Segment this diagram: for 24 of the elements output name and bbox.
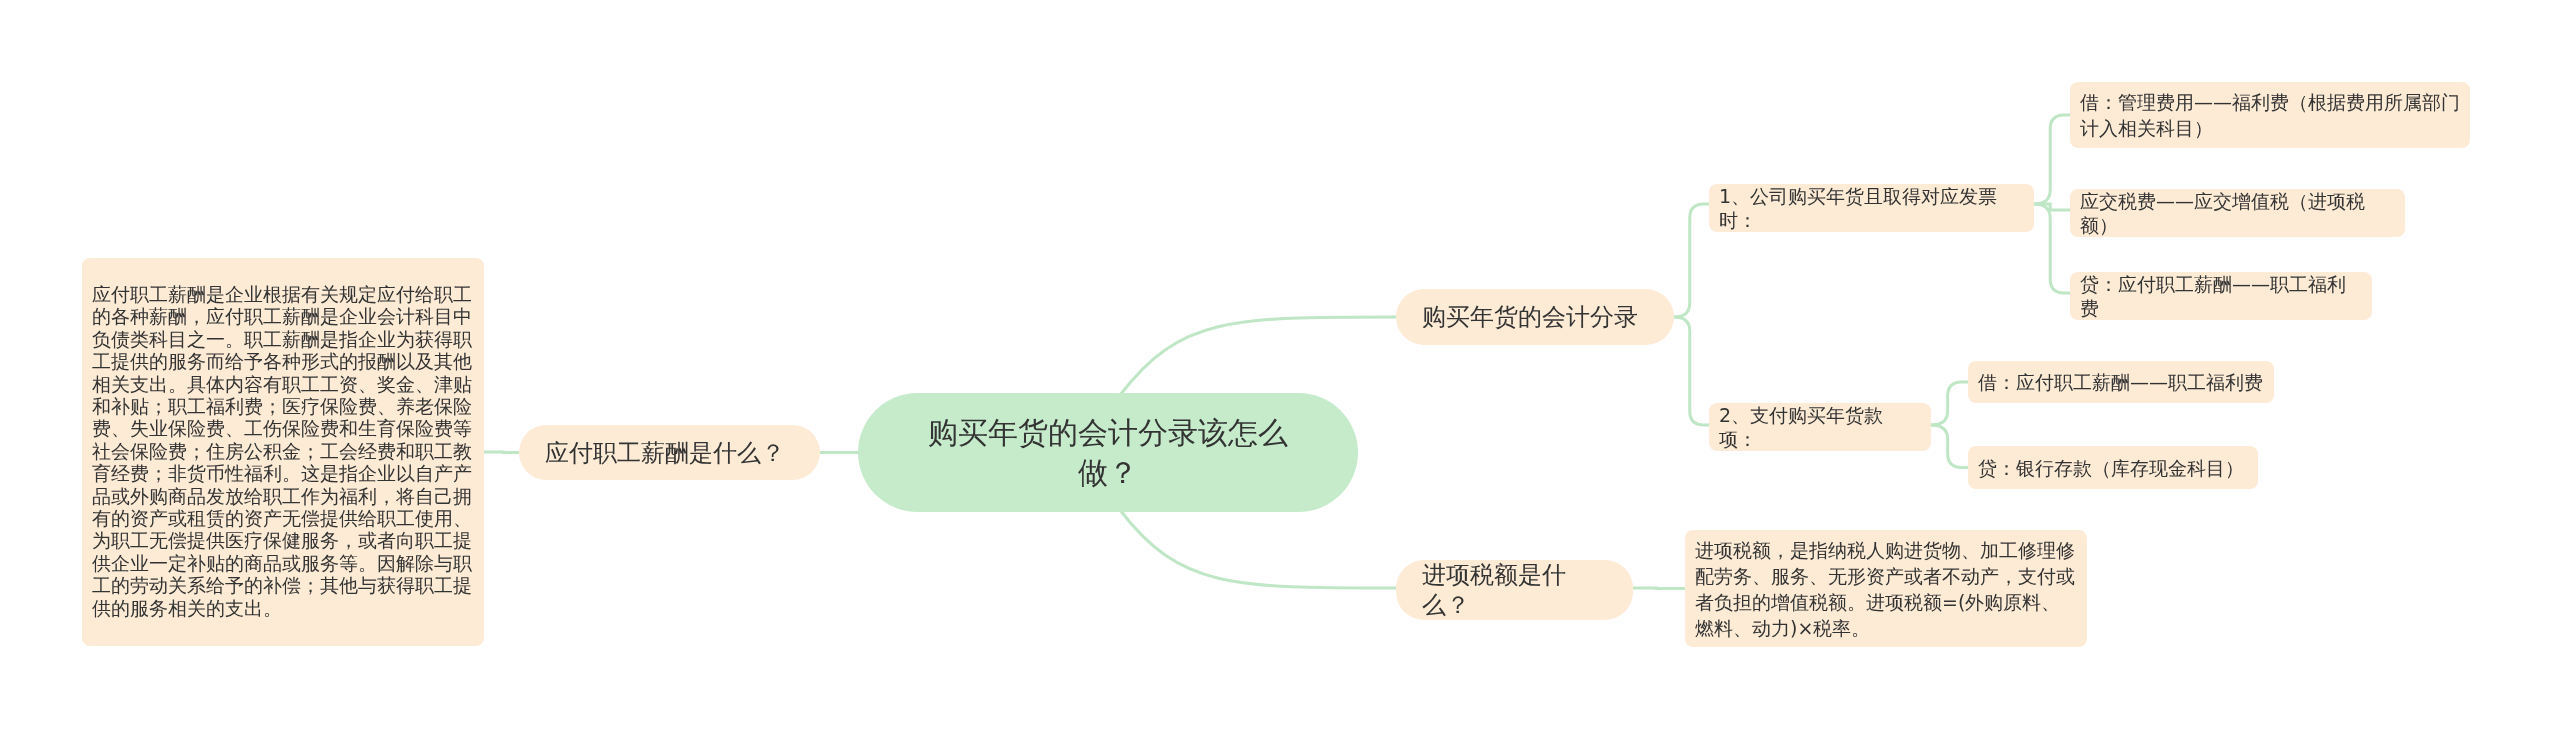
entry-box: 贷：应付职工薪酬——职工福利费 — [2070, 272, 2372, 320]
connector-line — [1633, 586, 1685, 590]
connector-line — [1673, 202, 1709, 319]
connector-line — [1118, 315, 1396, 396]
entry-box: 借：管理费用——福利费（根据费用所属部门计入相关科目） — [2070, 82, 2470, 148]
entry-box: 借：应付职工薪酬——职工福利费 — [1968, 361, 2274, 403]
entry-box: 应交税费——应交增值税（进项税额） — [2070, 189, 2405, 237]
connector-line — [2033, 113, 2070, 206]
central-topic-pill: 购买年货的会计分录该怎么做？ — [858, 393, 1358, 512]
topic-pill: 进项税额是什么？ — [1396, 560, 1633, 620]
topic-pill: 购买年货的会计分录 — [1396, 289, 1674, 345]
connector-line — [1930, 380, 1968, 427]
note-box: 进项税额，是指纳税人购进货物、加工修理修配劳务、服务、无形资产或者不动产，支付或者负担的增值税额。进项税额=(外购原料、燃料、动力)×税率。 — [1685, 530, 2087, 647]
note-box: 应付职工薪酬是企业根据有关规定应付给职工的各种薪酬，应付职工薪酬是企业会计科目中负债类科目之一。职工薪酬是指企业为获得职工提供的服务而给予各种形式的报酬以及其他相关支出。具体内容有职工工资、奖金、津贴和补贴；职工福利费；医疗保险费、养老保险费、失业保险费、工伤保险费和生育保险费等社会保险费；住房公积金；工会经费和职工教育经费；非货币性福利。这是指企业以自产产品或外购商品发放给职工作为福利，将自己拥有的资产或租赁的资产无偿提供给职工使用、为职工无偿提供医疗保健服务，或者向职工提供企业一定补贴的商品或服务等。因解除与职工的劳动关系给予的补偿；其他与获得职工提供的服务相关的支出。 — [82, 258, 484, 646]
connector-line — [1118, 509, 1396, 590]
topic-pill: 应付职工薪酬是什么？ — [519, 425, 820, 480]
entry-box: 贷：银行存款（库存现金科目） — [1968, 446, 2258, 489]
connector-line — [1930, 423, 1968, 469]
connector-line — [820, 451, 858, 454]
connector-line — [2033, 202, 2070, 295]
entry-box: 2、支付购买年货款项： — [1709, 403, 1931, 451]
connector-line — [484, 450, 519, 454]
connector-line — [1673, 315, 1709, 427]
entry-box: 1、公司购买年货且取得对应发票时： — [1709, 184, 2034, 232]
